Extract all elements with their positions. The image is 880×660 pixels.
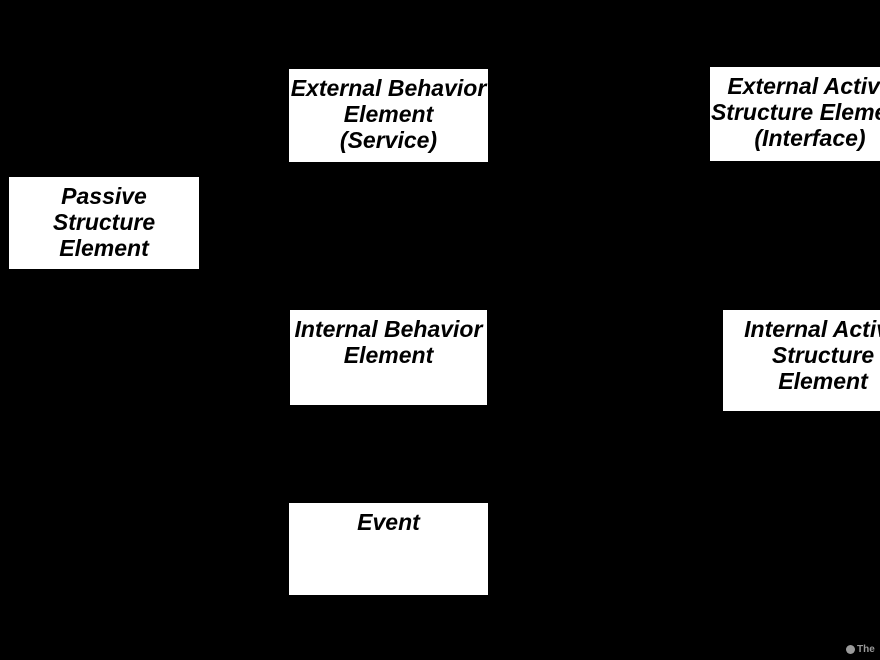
node-external-active-structure-element: External Active Structure Element (Inter…: [710, 67, 880, 161]
node-internal-behavior-element: Internal Behavior Element: [290, 310, 487, 405]
node-label: External Behavior Element (Service): [290, 75, 487, 153]
node-external-behavior-element: External Behavior Element (Service): [289, 69, 488, 162]
watermark-text: The: [857, 644, 875, 655]
copyright-dot-icon: [846, 645, 855, 654]
node-label: Passive Structure Element: [52, 183, 156, 261]
node-internal-active-structure-element: Internal Active Structure Element: [723, 310, 880, 411]
watermark: The: [846, 644, 875, 655]
node-label: Internal Active Structure Element: [744, 316, 880, 394]
node-label: Internal Behavior Element: [294, 316, 483, 368]
node-label: Event: [357, 509, 420, 535]
node-label: External Active Structure Element (Inter…: [710, 73, 880, 151]
node-passive-structure-element: Passive Structure Element: [9, 177, 199, 269]
node-event: Event: [289, 503, 488, 595]
